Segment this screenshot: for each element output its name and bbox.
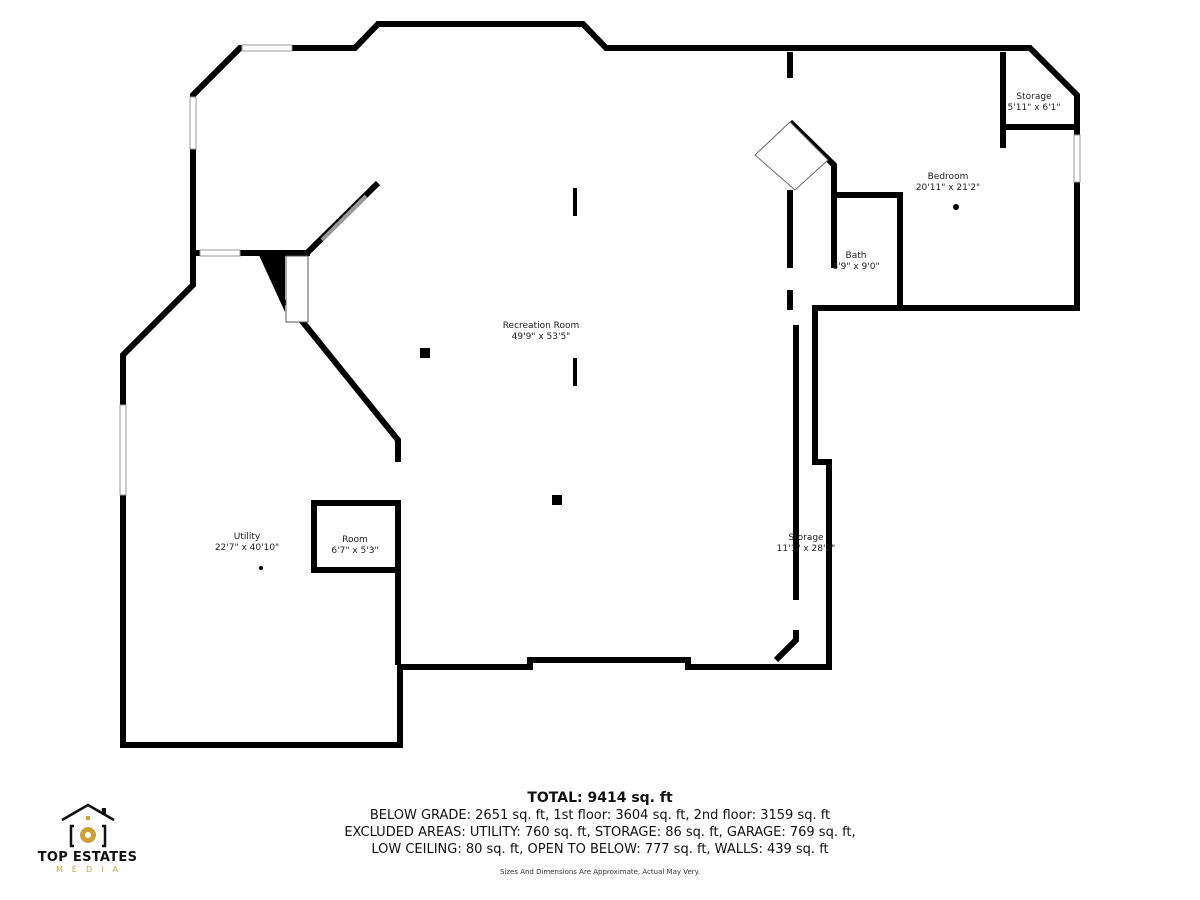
summary-line: EXCLUDED AREAS: UTILITY: 760 sq. ft, STO… (344, 825, 856, 840)
logo-text: TOP ESTATES (37, 850, 138, 865)
window (199, 249, 241, 257)
closet-room-wall (311, 500, 401, 573)
summary-line: BELOW GRADE: 2651 sq. ft, 1st floor: 360… (369, 808, 831, 823)
fireplace-hearth (285, 255, 309, 323)
room-dims: 5'11" x 6'1" (1007, 103, 1061, 113)
staircase (754, 121, 829, 191)
column (552, 495, 562, 505)
window (1073, 134, 1081, 183)
disclaimer: Sizes And Dimensions Are Approximate, Ac… (499, 868, 701, 876)
room-name: Bath (845, 251, 867, 261)
room-dims: 11'1" x 28'2" (776, 544, 836, 554)
light-fixture (953, 204, 959, 210)
room-name: Storage (788, 533, 824, 543)
company-logo: TOP ESTATES MEDIA (30, 802, 145, 874)
window (320, 194, 368, 242)
room-dims: 22'7" x 40'10" (214, 543, 280, 553)
room-name: Utility (233, 532, 261, 542)
column (573, 188, 577, 216)
fireplace (258, 253, 285, 312)
light-fixture (259, 566, 263, 570)
bath-wall (834, 192, 903, 305)
room-name: Storage (1016, 92, 1052, 102)
window (119, 404, 127, 496)
room-dims: 20'11" x 21'2" (915, 183, 981, 193)
summary-line: LOW CEILING: 80 sq. ft, OPEN TO BELOW: 7… (371, 842, 829, 857)
room-dims: 49'9" x 53'5" (511, 332, 571, 342)
storage-wall (773, 630, 799, 663)
exterior-wall (120, 21, 1080, 748)
room-name: Room (342, 535, 368, 545)
total-area: TOTAL: 9414 sq. ft (527, 790, 673, 806)
house-camera-icon (60, 803, 115, 848)
window (241, 44, 293, 52)
interior-wall (282, 298, 401, 462)
room-name: Bedroom (927, 172, 969, 182)
area-summary: TOTAL: 9414 sq. ft BELOW GRADE: 2651 sq.… (344, 790, 855, 876)
window (189, 96, 197, 150)
room-dims: 8'9" x 9'0" (832, 262, 880, 272)
room-name: Recreation Room (502, 321, 580, 331)
logo-subtext: MEDIA (56, 865, 127, 874)
room-dims: 6'7" x 5'3" (331, 546, 379, 556)
column (573, 358, 577, 386)
column (420, 348, 430, 358)
